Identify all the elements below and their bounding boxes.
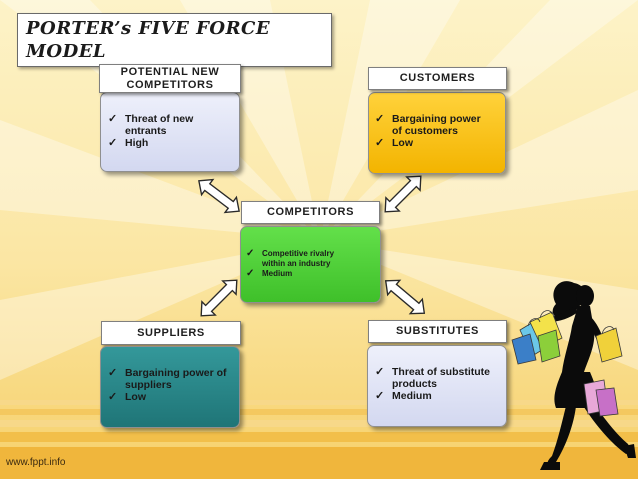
potential-header-line-2: COMPETITORS: [126, 78, 214, 91]
potential-item-1: Threat of new entrants: [108, 113, 225, 137]
suppliers-item-2: Low: [108, 391, 239, 403]
suppliers-card: Bargaining power of suppliers Low: [100, 346, 240, 428]
title-box: PORTER’s FIVE FORCE MODEL: [17, 13, 332, 67]
potential-competitors-card: Threat of new entrants High: [100, 92, 240, 172]
bottom-stripes: [0, 400, 638, 479]
title-line-1: PORTER’s FIVE FORCE: [26, 18, 271, 39]
customers-item-2: Low: [375, 137, 505, 149]
potential-competitors-header: POTENTIAL NEW COMPETITORS: [99, 64, 241, 93]
substitutes-item-2: Medium: [375, 390, 506, 402]
customers-item-1: Bargaining power of customers: [375, 113, 492, 137]
substitutes-header: SUBSTITUTES: [368, 320, 507, 343]
competitors-card: Competitive rivalry within an industry M…: [240, 226, 381, 303]
suppliers-item-1: Bargaining power of suppliers: [108, 367, 227, 391]
title-line-2: MODEL: [26, 41, 107, 62]
competitors-header: COMPETITORS: [241, 201, 380, 224]
suppliers-header: SUPPLIERS: [101, 321, 241, 345]
customers-card: Bargaining power of customers Low: [368, 92, 506, 174]
slide-title: PORTER’s FIVE FORCE MODEL: [26, 17, 270, 63]
customers-header: CUSTOMERS: [368, 67, 507, 90]
potential-item-2: High: [108, 137, 239, 149]
substitutes-card: Threat of substitute products Medium: [367, 345, 507, 427]
substitutes-item-1: Threat of substitute products: [375, 366, 502, 390]
footer-url: www.fppt.info: [6, 457, 66, 468]
competitors-item-2: Medium: [246, 269, 380, 279]
potential-header-line-1: POTENTIAL NEW: [120, 65, 220, 78]
competitors-item-1: Competitive rivalry within an industry: [246, 249, 350, 269]
